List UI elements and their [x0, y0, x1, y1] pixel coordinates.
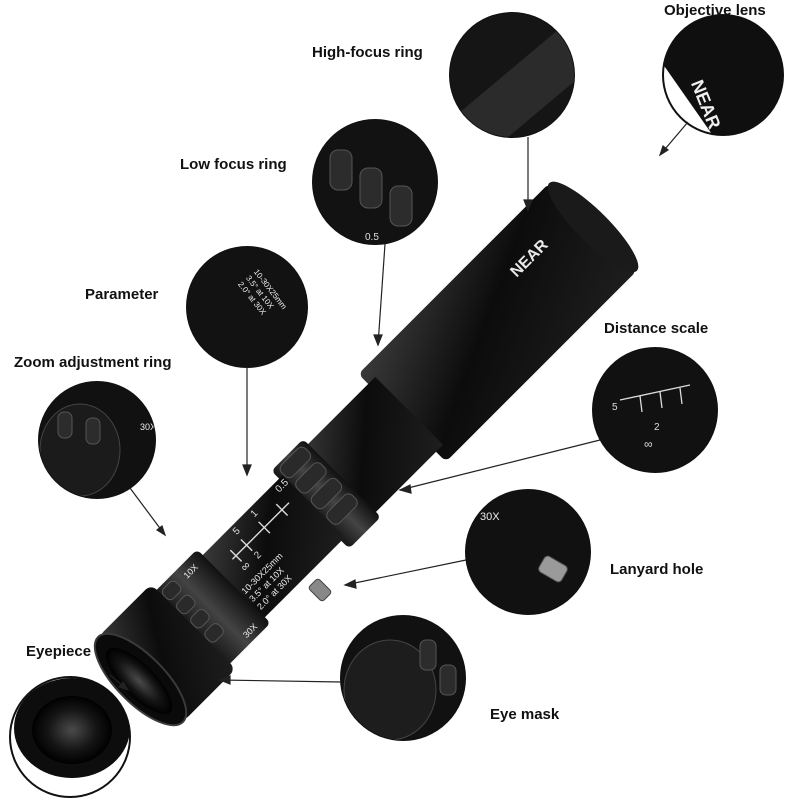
scale-tube [201, 475, 345, 619]
label-eyepiece: Eyepiece [26, 643, 92, 660]
detail-zoom-ring: 30X [38, 381, 156, 499]
detail-scale-inf: ∞ [644, 437, 653, 451]
label-eye-mask: Eye mask [490, 706, 560, 723]
monocular-body: NEAR 0.5 1 2 5 ∞ 10-30X25mm 3.5° at 10X … [93, 181, 639, 727]
detail-objective-lens: NEAR [662, 14, 784, 136]
eyepiece-barrel [101, 587, 233, 719]
objective-cap [547, 181, 639, 273]
detail-lanyard-hole: 30X [465, 489, 591, 615]
distance-scale-markings [229, 502, 290, 562]
label-zoom-adjustment-ring: Zoom adjustment ring [14, 354, 172, 371]
eyepiece-lens [105, 647, 173, 715]
detail-scale-2: 2 [654, 422, 660, 433]
detail-zoom-30x: 30X [140, 422, 156, 432]
label-objective-lens: Objective lens [664, 2, 766, 19]
detail-lanyard-30x: 30X [480, 511, 500, 523]
detail-low-scale-05: 0.5 [365, 232, 379, 243]
label-parameter: Parameter [85, 286, 159, 303]
detail-low-focus-ring: 0.5 [312, 119, 438, 245]
zoom-ring [155, 551, 269, 665]
objective-barrel [360, 185, 635, 460]
detail-scale-5: 5 [612, 402, 618, 413]
detail-eyepiece [9, 676, 131, 798]
lanyard-pin [308, 578, 332, 602]
detail-parameter: 10-30X25mm 3.5° at 10X 2.0° at 30X [186, 246, 308, 368]
label-distance-scale: Distance scale [604, 320, 709, 337]
detail-high-focus-ring [449, 12, 575, 138]
label-high-focus-ring: High-focus ring [312, 44, 423, 61]
callout-lines [109, 121, 689, 692]
label-low-focus-ring: Low focus ring [180, 156, 287, 173]
label-lanyard-hole: Lanyard hole [610, 561, 704, 578]
